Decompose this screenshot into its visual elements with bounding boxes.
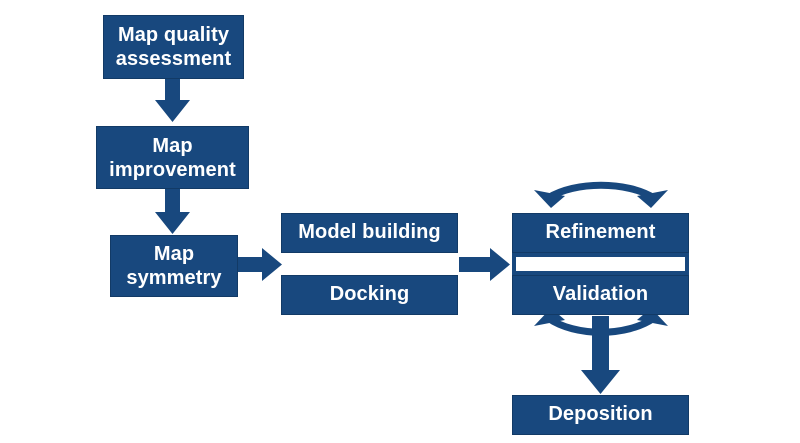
node-map-improvement-line1: Map	[152, 134, 193, 157]
node-map-improvement-line2: improvement	[109, 158, 236, 181]
node-refinement-label: Refinement	[545, 221, 656, 244]
node-validation[interactable]: Validation	[512, 275, 689, 315]
node-map-improvement[interactable]: Map improvement	[96, 126, 249, 189]
node-map-symmetry[interactable]: Map symmetry	[110, 235, 238, 297]
node-map-quality-assessment[interactable]: Map quality assessment	[103, 15, 244, 79]
arrow-map-quality-to-map-improvement	[155, 78, 190, 122]
node-map-symmetry-line2: symmetry	[126, 267, 222, 289]
arrow-build-dock-to-refine-validate	[459, 248, 510, 281]
arrow-map-symmetry-to-build-dock	[237, 248, 282, 281]
node-deposition-label: Deposition	[548, 403, 653, 426]
node-model-building[interactable]: Model building	[281, 213, 458, 253]
node-map-symmetry-line1: Map	[153, 243, 195, 265]
node-refinement[interactable]: Refinement	[512, 213, 689, 253]
node-map-quality-assessment-line1: Map quality	[117, 24, 230, 46]
node-deposition[interactable]: Deposition	[512, 395, 689, 435]
cycle-arrow-top	[534, 181, 668, 208]
node-docking-label: Docking	[329, 283, 410, 306]
arrow-map-improvement-to-map-symmetry	[155, 188, 190, 234]
node-docking[interactable]: Docking	[281, 275, 458, 315]
node-validation-label: Validation	[552, 283, 649, 306]
node-model-building-label: Model building	[298, 221, 441, 244]
refinement-validation-connector-band	[512, 253, 689, 275]
arrow-cycle-to-deposition	[581, 316, 620, 394]
node-map-quality-assessment-line2: assessment	[115, 48, 232, 70]
